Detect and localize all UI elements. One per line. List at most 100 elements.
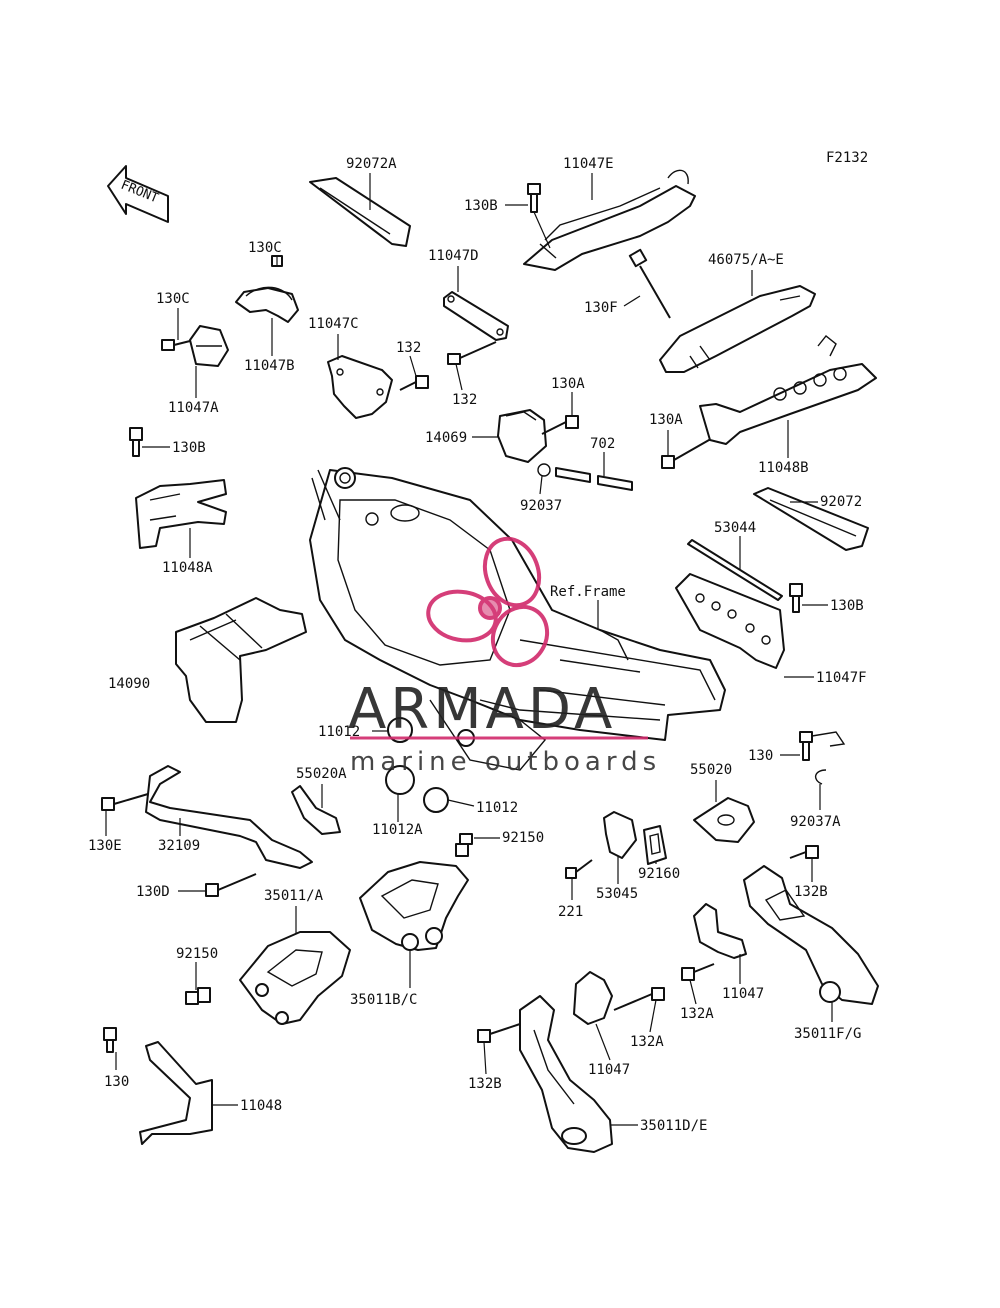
label-132A-b: 132A <box>630 1034 664 1050</box>
label-130C-a: 130C <box>248 240 282 256</box>
part-32109 <box>101 765 313 869</box>
propeller-logo-icon <box>426 536 550 668</box>
label-11048: 11048 <box>240 1098 282 1114</box>
part-14090 <box>175 597 307 723</box>
label-130A-b: 130A <box>649 412 683 428</box>
label-702: 702 <box>590 436 615 452</box>
bolt-130B-left-icon <box>129 427 143 457</box>
part-702 <box>555 467 633 491</box>
part-92072A <box>309 177 411 247</box>
bolt-130D-icon <box>205 873 257 897</box>
label-11012A: 11012A <box>372 822 423 838</box>
label-11047C: 11047C <box>308 316 359 332</box>
label-14069: 14069 <box>425 430 467 446</box>
label-130: 130 <box>748 748 773 764</box>
label-130A-a: 130A <box>551 376 585 392</box>
bolt-130-icon <box>799 731 846 785</box>
part-53044 <box>687 539 783 601</box>
label-11047-b: 11047 <box>588 1062 630 1078</box>
bolt-92150-b-icon <box>185 987 211 1005</box>
label-130C-b: 130C <box>156 291 190 307</box>
part-11047B <box>235 286 299 323</box>
label-92072: 92072 <box>820 494 862 510</box>
screw-221-icon <box>565 859 593 879</box>
part-92037 <box>537 463 551 477</box>
label-11048A: 11048A <box>162 560 213 576</box>
label-35011FG: 35011F/G <box>794 1026 861 1042</box>
label-130E: 130E <box>88 838 122 854</box>
label-92160: 92160 <box>638 866 680 882</box>
label-130B-right: 130B <box>830 598 864 614</box>
label-130-b: 130 <box>104 1074 129 1090</box>
label-11012-a: 11012 <box>318 724 360 740</box>
label-35011DE: 35011D/E <box>640 1118 707 1134</box>
label-130B-left: 130B <box>172 440 206 456</box>
label-132A-a: 132A <box>680 1006 714 1022</box>
part-14069 <box>497 409 547 463</box>
bolt-130B-right-icon <box>789 583 803 613</box>
part-53045 <box>603 811 637 859</box>
part-11047E <box>523 169 696 271</box>
front-arrow-icon: FRONT <box>107 165 169 223</box>
label-132-b: 132 <box>452 392 477 408</box>
bolt-130F-icon <box>628 248 671 319</box>
part-55020A <box>291 785 341 835</box>
watermark-subtitle: marine outboards <box>350 747 661 777</box>
label-11047-a: 11047 <box>722 986 764 1002</box>
bolt-132-icon <box>399 341 497 391</box>
part-11048A <box>135 479 227 549</box>
bolt-130B-top-icon <box>527 183 541 213</box>
label-132B-a: 132B <box>794 884 828 900</box>
watermark-logo: ARMADA marine outboards <box>348 536 661 777</box>
bolt-130A-icon <box>541 415 717 469</box>
part-35011FG <box>743 865 879 1005</box>
label-11012-b: 11012 <box>476 800 518 816</box>
ref-frame-label: Ref.Frame <box>550 584 626 600</box>
label-132-a: 132 <box>396 340 421 356</box>
label-11047F: 11047F <box>816 670 867 686</box>
part-11047F <box>675 573 785 669</box>
label-92037A: 92037A <box>790 814 841 830</box>
label-35011A: 35011/A <box>264 888 324 904</box>
label-14090: 14090 <box>108 676 150 692</box>
label-35011BC: 35011B/C <box>350 992 417 1008</box>
bolt-132B-icon <box>789 845 819 859</box>
part-35011DE <box>519 995 613 1153</box>
label-11048B: 11048B <box>758 460 809 476</box>
part-11012 <box>385 717 475 813</box>
label-132B-b: 132B <box>468 1076 502 1092</box>
label-11047E: 11047E <box>563 156 614 172</box>
label-130B-top: 130B <box>464 198 498 214</box>
part-35011BC <box>359 861 469 951</box>
part-11047A <box>189 325 229 367</box>
label-130D: 130D <box>136 884 170 900</box>
part-11048B <box>699 335 877 445</box>
label-130F: 130F <box>584 300 618 316</box>
label-92150-b: 92150 <box>176 946 218 962</box>
part-11047C <box>327 355 393 419</box>
label-92072A: 92072A <box>346 156 397 172</box>
part-11047D <box>443 291 509 341</box>
part-92160 <box>643 825 667 865</box>
figure-code: F2132 <box>826 150 868 166</box>
part-11048 <box>103 1027 213 1145</box>
label-92150-a: 92150 <box>502 830 544 846</box>
label-11047A: 11047A <box>168 400 219 416</box>
label-11047B: 11047B <box>244 358 295 374</box>
watermark-brand: ARMADA <box>348 677 616 742</box>
label-46075: 46075/A~E <box>708 252 784 268</box>
label-11047D: 11047D <box>428 248 479 264</box>
part-92072 <box>753 487 869 551</box>
part-55020 <box>693 797 755 843</box>
label-53044: 53044 <box>714 520 756 536</box>
label-55020: 55020 <box>690 762 732 778</box>
label-53045: 53045 <box>596 886 638 902</box>
bolt-92150-icon <box>455 833 473 857</box>
part-11047-b <box>477 971 665 1043</box>
label-32109: 32109 <box>158 838 200 854</box>
label-92037: 92037 <box>520 498 562 514</box>
label-55020A: 55020A <box>296 766 347 782</box>
part-11047-a <box>681 903 747 981</box>
label-221: 221 <box>558 904 583 920</box>
